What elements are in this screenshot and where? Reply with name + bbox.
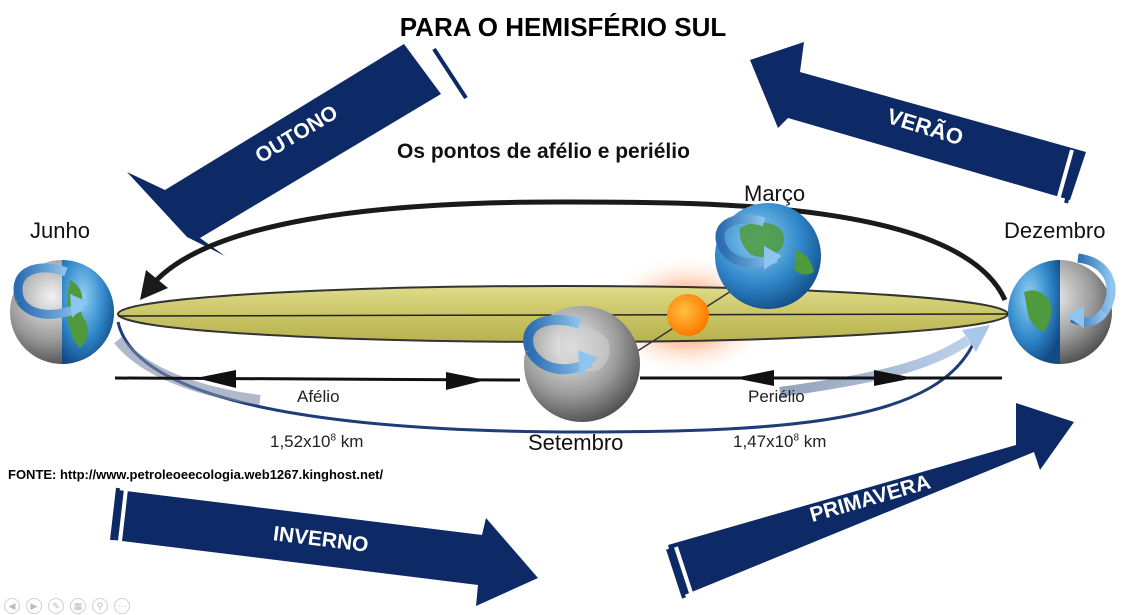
- season-arrow-primavera: [659, 403, 1074, 601]
- prev-icon[interactable]: ◀: [4, 598, 20, 614]
- upper-orbit-path: [145, 199, 1008, 302]
- perielio-value-exponent: 8: [793, 432, 800, 444]
- afelio-value-base: 1,52x10: [270, 432, 331, 451]
- earth-dezembro: [1008, 253, 1116, 364]
- month-label-dezembro: Dezembro: [1004, 218, 1106, 243]
- season-arrow-verao: [750, 42, 1089, 206]
- slides-icon[interactable]: ▦: [70, 598, 86, 614]
- diagram-subtitle: Os pontos de afélio e periélio: [397, 140, 690, 163]
- more-icon[interactable]: ⋯: [114, 598, 130, 614]
- season-arrow-outono: [127, 44, 474, 256]
- perielio-value-unit: km: [799, 432, 827, 451]
- month-label-setembro: Setembro: [528, 430, 624, 455]
- afelio-label: Afélio: [297, 387, 340, 406]
- page-title: PARA O HEMISFÉRIO SUL: [399, 12, 727, 42]
- season-arrow-inverno: [103, 486, 538, 606]
- perielio-label: Periélio: [748, 387, 805, 406]
- upper-orbit-arrowhead: [140, 270, 168, 300]
- earth-setembro: [523, 306, 640, 422]
- afelio-value-unit: km: [336, 432, 364, 451]
- perielio-distance-arrow: [640, 370, 1002, 386]
- zoom-icon[interactable]: ⚲: [92, 598, 108, 614]
- pen-icon[interactable]: ✎: [48, 598, 64, 614]
- sun: [667, 294, 709, 336]
- perielio-distance-value: 1,47x108 km: [733, 432, 826, 452]
- slide-toolbar: ◀ ▶ ✎ ▦ ⚲ ⋯: [4, 598, 130, 614]
- afelio-distance-arrow: [114, 370, 521, 390]
- earth-junho: [10, 260, 114, 364]
- source-caption: FONTE: http://www.petroleoeecologia.web1…: [8, 467, 384, 482]
- month-label-marco: Março: [744, 181, 806, 206]
- month-label-junho: Junho: [30, 218, 90, 243]
- afelio-distance-value: 1,52x108 km: [270, 432, 363, 452]
- earth-marco: [715, 203, 821, 309]
- lower-orbit-arrowhead: [962, 325, 990, 352]
- perielio-value-base: 1,47x10: [733, 432, 794, 451]
- next-icon[interactable]: ▶: [26, 598, 42, 614]
- afelio-value-exponent: 8: [330, 432, 337, 444]
